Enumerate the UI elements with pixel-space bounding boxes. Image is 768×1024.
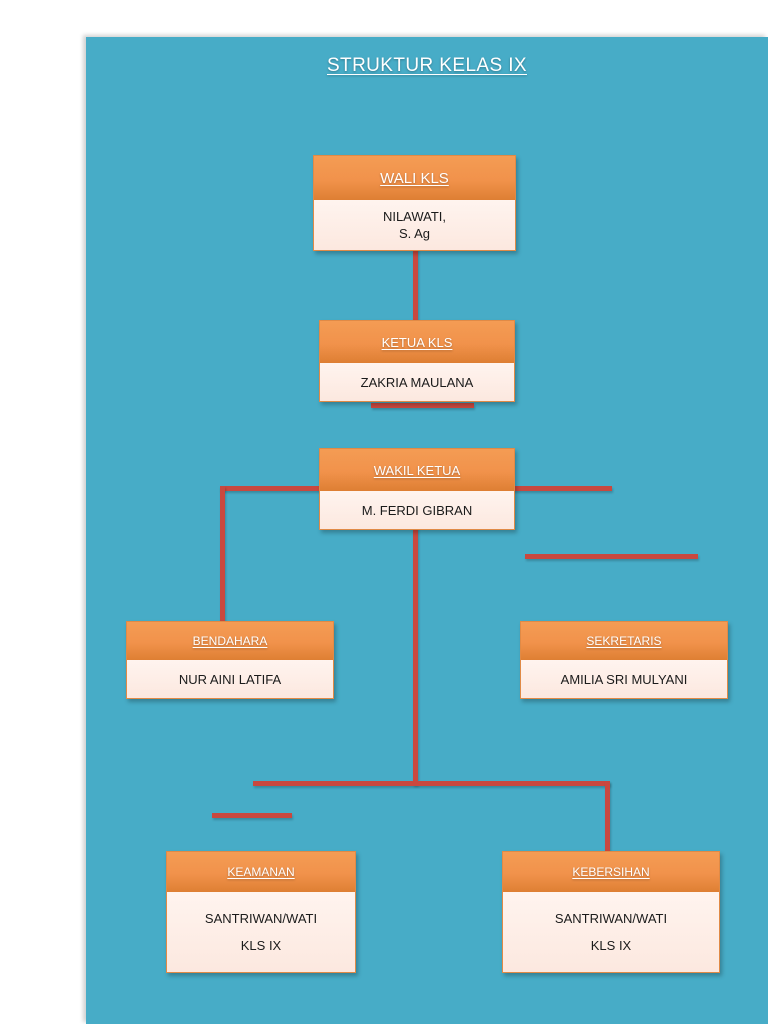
org-node-wali-kls-name-line1: NILAWATI, <box>382 209 447 224</box>
org-node-keamanan-body: SANTRIWAN/WATI KLS IX <box>167 892 355 972</box>
org-node-ketua-kls[interactable]: KETUA KLS ZAKRIA MAULANA <box>319 320 515 402</box>
org-node-sekretaris-title: SEKRETARIS <box>521 622 727 660</box>
connector-wali-to-ketua <box>413 214 418 320</box>
connector-stray-above-wakil <box>371 403 474 408</box>
connector-stray-right <box>525 554 698 559</box>
page-title: STRUKTUR KELAS IX <box>326 55 527 76</box>
org-node-keamanan-name-line2: KLS IX <box>240 938 282 953</box>
org-node-kebersihan-name-line2: KLS IX <box>590 938 632 953</box>
org-node-kebersihan[interactable]: KEBERSIHAN SANTRIWAN/WATI KLS IX <box>502 851 720 973</box>
org-node-wakil-ketua[interactable]: WAKIL KETUA M. FERDI GIBRAN <box>319 448 515 530</box>
org-node-keamanan[interactable]: KEAMANAN SANTRIWAN/WATI KLS IX <box>166 851 356 973</box>
org-node-keamanan-name-line1: SANTRIWAN/WATI <box>204 911 318 926</box>
org-node-sekretaris[interactable]: SEKRETARIS AMILIA SRI MULYANI <box>520 621 728 699</box>
connector-to-kebersihan <box>605 781 610 851</box>
org-node-wakil-ketua-body: M. FERDI GIBRAN <box>320 491 514 529</box>
org-node-kebersihan-name-line1: SANTRIWAN/WATI <box>554 911 668 926</box>
org-node-wali-kls-body: NILAWATI, S. Ag <box>314 200 515 250</box>
org-node-wali-kls-name-line2: S. Ag <box>398 226 431 241</box>
org-node-bendahara[interactable]: BENDAHARA NUR AINI LATIFA <box>126 621 334 699</box>
connector-bottom-horizontal <box>253 781 610 786</box>
org-chart-slide: STRUKTUR KELAS IX WALI KLS NILAWATI, S. … <box>86 37 768 1024</box>
org-node-ketua-kls-name-line1: ZAKRIA MAULANA <box>360 374 474 390</box>
org-node-kebersihan-title: KEBERSIHAN <box>503 852 719 892</box>
org-node-kebersihan-body: SANTRIWAN/WATI KLS IX <box>503 892 719 972</box>
org-node-wali-kls[interactable]: WALI KLS NILAWATI, S. Ag <box>313 155 516 251</box>
connector-stray-bottom-left <box>212 813 292 818</box>
org-node-sekretaris-name-line1: AMILIA SRI MULYANI <box>560 671 688 687</box>
org-node-bendahara-name-line1: NUR AINI LATIFA <box>178 671 282 687</box>
org-node-bendahara-title: BENDAHARA <box>127 622 333 660</box>
org-node-keamanan-title: KEAMANAN <box>167 852 355 892</box>
org-node-ketua-kls-body: ZAKRIA MAULANA <box>320 363 514 401</box>
connector-to-bendahara <box>220 486 225 623</box>
org-node-bendahara-body: NUR AINI LATIFA <box>127 660 333 698</box>
org-node-wakil-ketua-title: WAKIL KETUA <box>320 449 514 491</box>
org-node-wali-kls-title: WALI KLS <box>314 156 515 200</box>
org-node-ketua-kls-title: KETUA KLS <box>320 321 514 363</box>
org-node-sekretaris-body: AMILIA SRI MULYANI <box>521 660 727 698</box>
connector-wakil-down <box>413 526 418 785</box>
org-node-wakil-ketua-name-line1: M. FERDI GIBRAN <box>361 502 473 518</box>
